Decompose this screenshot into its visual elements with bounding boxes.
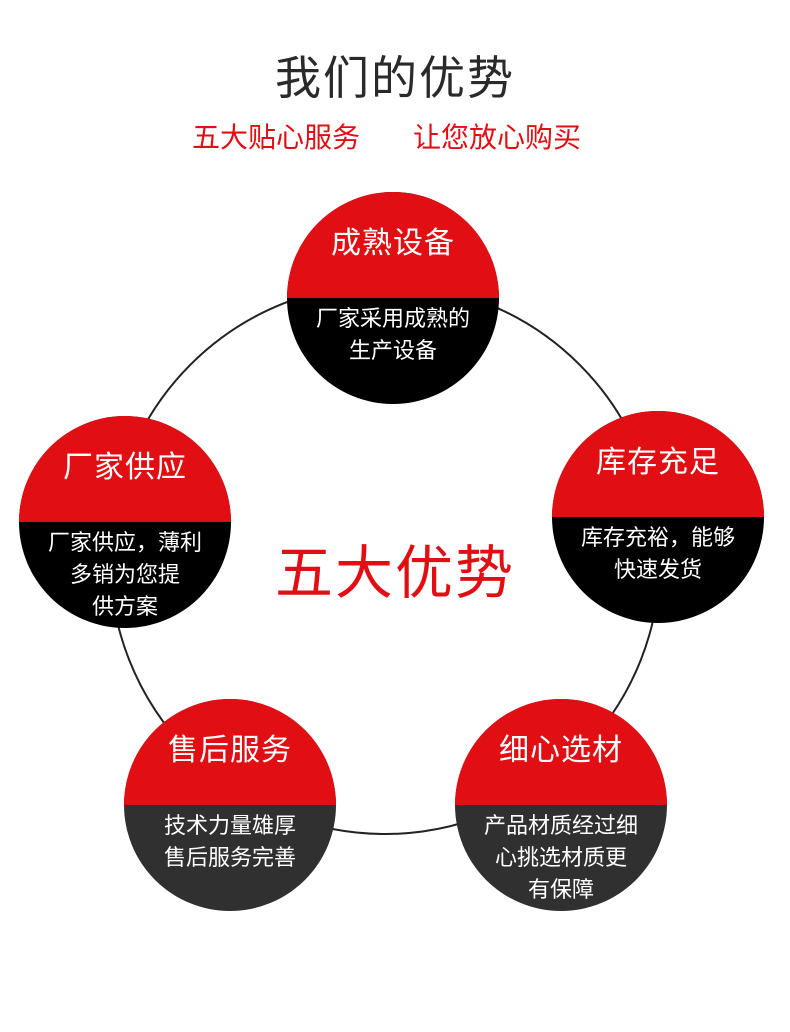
node-desc-line: 厂家供应，薄利 bbox=[47, 531, 202, 556]
node-desc-line: 生产设备 bbox=[348, 339, 437, 364]
node-description: 技术力量雄厚 售后服务完善 bbox=[136, 811, 324, 875]
center-label: 五大优势 bbox=[274, 539, 515, 607]
node-desc-line: 供方案 bbox=[91, 595, 158, 620]
node-red-half bbox=[19, 416, 231, 522]
advantage-node-after-sales: 售后服务 技术力量雄厚 售后服务完善 bbox=[124, 699, 336, 911]
node-desc-line: 厂家采用成熟的 bbox=[315, 307, 470, 332]
node-description: 厂家采用成熟的 生产设备 bbox=[299, 304, 487, 368]
page-title: 我们的优势 bbox=[275, 51, 515, 105]
node-description: 厂家供应，薄利 多销为您提 供方案 bbox=[31, 528, 219, 624]
node-desc-line: 多销为您提 bbox=[69, 563, 180, 588]
subtitle-right: 让您放心购买 bbox=[413, 121, 582, 154]
node-heading: 售后服务 bbox=[168, 733, 292, 768]
node-desc-line: 心挑选材质更 bbox=[494, 846, 627, 871]
node-red-half bbox=[287, 192, 499, 298]
node-desc-line: 快速发货 bbox=[613, 558, 702, 583]
node-desc-line: 有保障 bbox=[527, 878, 594, 903]
node-red-half bbox=[552, 411, 764, 517]
node-desc-line: 库存充裕，能够 bbox=[580, 526, 735, 551]
advantage-node-sufficient-stock: 库存充足 库存充裕，能够 快速发货 bbox=[552, 411, 764, 623]
advantage-node-factory-supply: 厂家供应 厂家供应，薄利 多销为您提 供方案 bbox=[19, 416, 231, 628]
node-red-half bbox=[455, 699, 667, 805]
node-desc-line: 技术力量雄厚 bbox=[163, 814, 296, 839]
node-desc-line: 产品材质经过细 bbox=[483, 814, 638, 839]
node-red-half bbox=[124, 699, 336, 805]
advantage-node-careful-materials: 细心选材 产品材质经过细 心挑选材质更 有保障 bbox=[455, 699, 667, 911]
subtitle-left: 五大贴心服务 bbox=[192, 121, 361, 154]
node-heading: 厂家供应 bbox=[63, 450, 187, 485]
node-heading: 细心选材 bbox=[499, 733, 623, 768]
node-desc-line: 售后服务完善 bbox=[163, 846, 296, 871]
node-heading: 成熟设备 bbox=[331, 226, 455, 261]
node-description: 库存充裕，能够 快速发货 bbox=[564, 523, 752, 587]
node-heading: 库存充足 bbox=[596, 445, 720, 480]
advantage-node-mature-equipment: 成熟设备 厂家采用成熟的 生产设备 bbox=[287, 192, 499, 404]
node-description: 产品材质经过细 心挑选材质更 有保障 bbox=[467, 811, 655, 907]
